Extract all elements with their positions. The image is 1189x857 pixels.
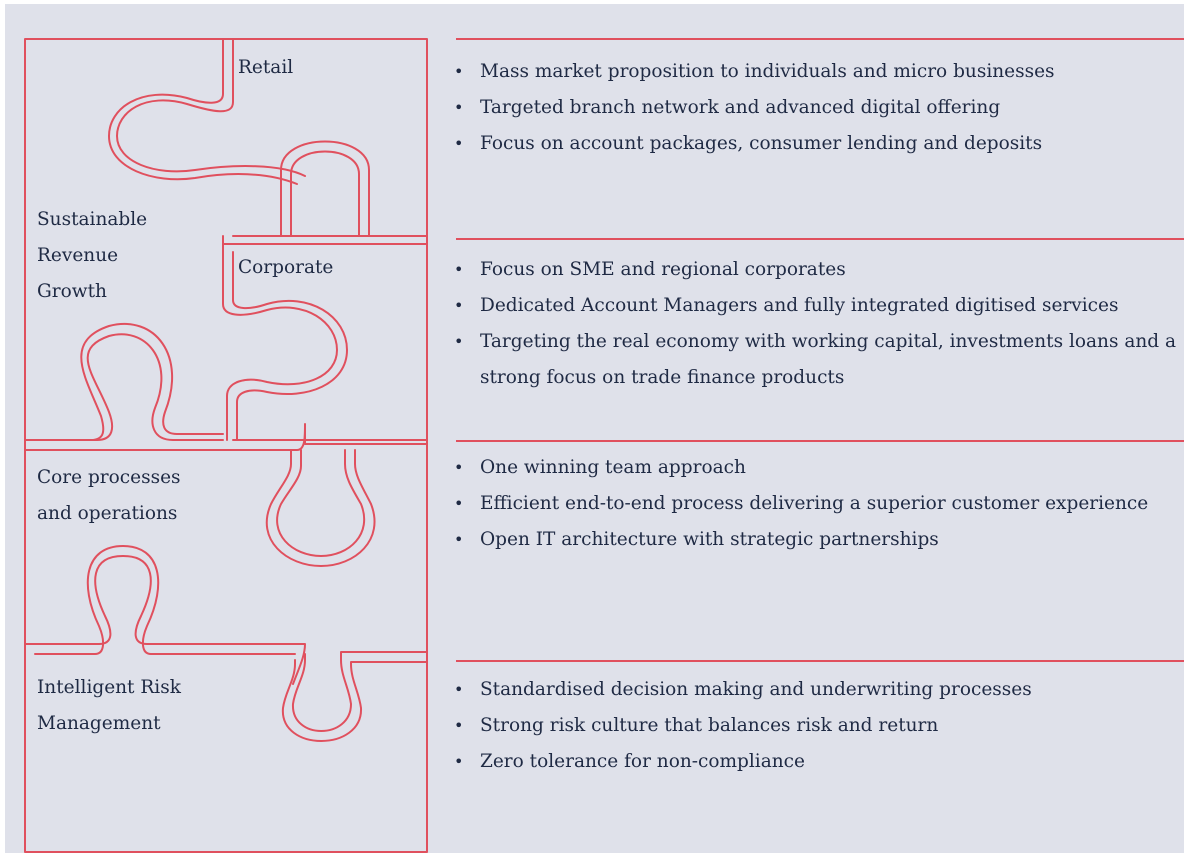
- puzzle-diagram: [24, 38, 428, 853]
- section-rule-risk: [456, 660, 1184, 662]
- bullet-list-risk: Standardised decision making and underwr…: [454, 672, 1184, 780]
- bullet-list-core: One winning team approach Efficient end-…: [454, 450, 1184, 558]
- bullet-item: Standardised decision making and underwr…: [454, 672, 1184, 708]
- bullet-item: Efficient end-to-end process delivering …: [454, 486, 1184, 522]
- diagram-panel: Retail Sustainable Revenue Growth Corpor…: [5, 4, 1184, 853]
- puzzle-knob-left: [24, 333, 224, 441]
- puzzle-knob-retail: [116, 38, 306, 177]
- puzzle-knob-retail-lower: [280, 140, 370, 237]
- bullet-item: Targeted branch network and advanced dig…: [454, 90, 1184, 126]
- bullet-item: Strong risk culture that balances risk a…: [454, 708, 1184, 744]
- bullet-item: Focus on account packages, consumer lend…: [454, 126, 1184, 162]
- puzzle-knob-core-left: [24, 555, 306, 685]
- bullet-item: Open IT architecture with strategic part…: [454, 522, 1184, 558]
- bullet-item: One winning team approach: [454, 450, 1184, 486]
- puzzle-label-intelligent-risk: Intelligent Risk Management: [37, 677, 181, 734]
- section-rule-corporate: [456, 238, 1184, 240]
- section-rule-retail: [456, 38, 1184, 40]
- puzzle-label-sustainable-revenue-growth: Sustainable Revenue Growth: [37, 209, 148, 302]
- divider-risk: [291, 651, 428, 732]
- bullet-item: Targeting the real economy with working …: [454, 324, 1184, 396]
- puzzle-label-retail: Retail: [238, 57, 294, 78]
- bullet-list-retail: Mass market proposition to individuals a…: [454, 54, 1184, 162]
- bullet-item: Dedicated Account Managers and fully int…: [454, 288, 1184, 324]
- puzzle-outer-frame: [24, 38, 428, 853]
- bullet-item: Zero tolerance for non-compliance: [454, 744, 1184, 780]
- puzzle-label-core-processes: Core processes and operations: [37, 467, 181, 524]
- puzzle-knob-core: [276, 449, 366, 557]
- bullet-item: Mass market proposition to individuals a…: [454, 54, 1184, 90]
- section-rule-core: [456, 440, 1184, 442]
- bullet-list-corporate: Focus on SME and regional corporates Ded…: [454, 252, 1184, 396]
- bullet-item: Focus on SME and regional corporates: [454, 252, 1184, 288]
- puzzle-knob-corporate: [222, 243, 338, 441]
- puzzle-label-corporate: Corporate: [238, 257, 334, 278]
